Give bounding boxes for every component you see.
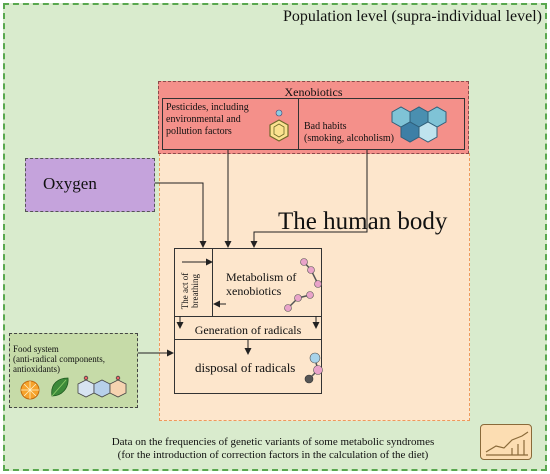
antioxidant-molecule-icon bbox=[77, 375, 127, 398]
oxygen-box bbox=[25, 158, 155, 212]
oxygen-label: Oxygen bbox=[43, 174, 97, 193]
bad-habits-label: Bad habits (smoking, alcoholism) bbox=[304, 121, 394, 144]
breathing-column bbox=[174, 248, 213, 316]
orange-slice-icon bbox=[20, 380, 40, 400]
leaf-icon bbox=[51, 377, 69, 397]
line-chart-icon-graphic bbox=[485, 431, 529, 456]
bad-habits-box bbox=[298, 98, 465, 150]
population-level-title: Population level (supra-individual level… bbox=[282, 8, 542, 25]
xenobiotics-title: Xenobiotics bbox=[284, 85, 343, 99]
pesticides-label: Pesticides, including environmental and … bbox=[166, 102, 249, 137]
metabolism-label: Metabolism of xenobiotics bbox=[226, 270, 297, 298]
metabolism-process-box bbox=[174, 248, 322, 394]
molecule-icon-disposal bbox=[304, 352, 323, 384]
molecule-icon-metabolism-bottom bbox=[284, 291, 314, 312]
arrow-oxygen-to-breathing bbox=[155, 182, 207, 248]
human-body-title: The human body bbox=[278, 208, 448, 235]
chart-icon bbox=[480, 424, 532, 460]
generation-label: Generation of radicals bbox=[194, 323, 302, 337]
molecule-icon-metabolism-top bbox=[300, 258, 322, 288]
food-system-label: Food system (anti-radical components, an… bbox=[13, 344, 105, 374]
benzene-ring-icon bbox=[269, 109, 289, 142]
disposal-label: disposal of radicals bbox=[195, 360, 296, 375]
human-body-panel bbox=[159, 153, 470, 421]
generation-row-line bbox=[174, 316, 322, 340]
arrow-bad-habits-to-metabolism bbox=[250, 150, 368, 248]
molecule-hexagon-cluster-icon bbox=[391, 106, 447, 143]
genetics-data-label: Data on the frequencies of genetic varia… bbox=[111, 436, 435, 461]
